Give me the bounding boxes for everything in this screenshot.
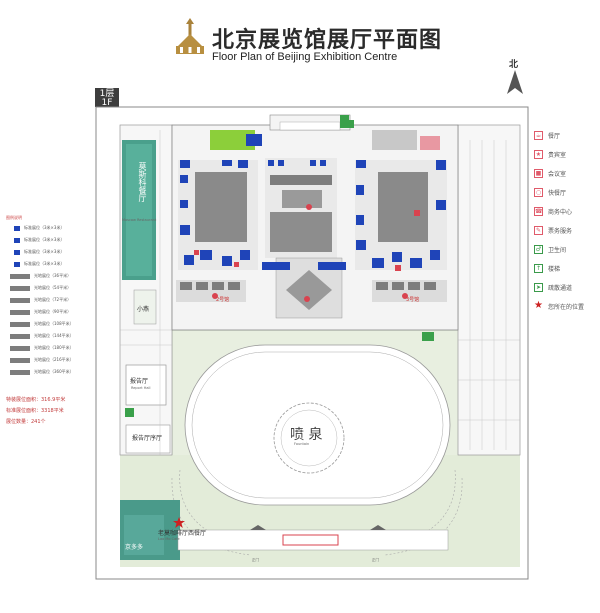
- fountain-label: 喷 泉: [290, 427, 323, 443]
- tea-room-icon: ★: [534, 150, 543, 159]
- booth-legend-item: 光地展位（72平米）: [6, 297, 98, 305]
- logo: [172, 18, 208, 62]
- gate-left-label: 正门: [252, 558, 259, 562]
- xiaoyan-room: [133, 289, 157, 325]
- floor-plan-border: [95, 106, 529, 580]
- service-icon: ✎: [534, 226, 543, 235]
- booth-legend-item: 光地展位（108平米）: [6, 321, 98, 329]
- booth-legend: 图例说明 标准展位（3米×3米） 标准展位（3米×3米） 标准展位（3米×3米）…: [6, 215, 98, 381]
- floor-number: 1层: [99, 89, 115, 99]
- east-wing: [457, 124, 521, 456]
- restaurant-icon: ☕: [534, 131, 543, 140]
- report-foyer-label: 报告厅序厅: [132, 435, 163, 442]
- legend-emergency-exit: ➤疏散通道: [534, 283, 573, 292]
- stat-standard-area: 标准展位面积：3318平米: [6, 408, 64, 414]
- booth-legend-item: 光地展位（90平米）: [6, 309, 98, 317]
- report-hall: [125, 364, 167, 406]
- floor-number-en: 1F: [101, 98, 113, 108]
- meeting-room-icon: ■: [534, 169, 543, 178]
- hall-2-label: 2号馆: [216, 297, 230, 303]
- gate-right-label: 正门: [372, 558, 379, 562]
- legend-ticket-service: ✎票务服务: [534, 226, 573, 235]
- stat-special-area: 特装展位面积：316.9平米: [6, 397, 66, 403]
- south-building-label-en: Lao Mo Cafe: [158, 537, 180, 541]
- restroom-icon: ♂: [534, 245, 543, 254]
- legend-snack: ○快餐厅: [534, 188, 567, 197]
- fountain: [273, 402, 345, 474]
- facility-legend: ☕餐厅 ★贵宾室 ■会议室 ○快餐厅 ☎商务中心 ✎票务服务 ♂卫生间 ↑楼梯 …: [534, 130, 600, 320]
- hall-3-label: 3号馆: [406, 297, 420, 303]
- booth-legend-item: 光地展位（36平米）: [6, 273, 98, 281]
- booth-legend-item: 标准展位（3米×3米）: [6, 237, 98, 245]
- booth-legend-item: 标准展位（3米×3米）: [6, 249, 98, 257]
- xiaoyan-label: 小燕: [137, 306, 150, 313]
- booth-legend-item: 光地展位（216平米）: [6, 357, 98, 365]
- report-foyer: [125, 424, 171, 454]
- fountain-plaza: [120, 329, 520, 567]
- hall-3: [355, 160, 447, 302]
- booth-legend-item: 光地展位（360平米）: [6, 369, 98, 377]
- header: 北京展览馆展厅平面图 Floor Plan of Beijing Exhibit…: [0, 0, 600, 78]
- restaurant-label: 莫斯科餐厅: [138, 162, 147, 202]
- south-gates: [177, 525, 449, 551]
- legend-vip-room: ★贵宾室: [534, 150, 567, 159]
- emergency-exit-icon: ➤: [534, 283, 543, 292]
- legend-stairs: ↑楼梯: [534, 264, 561, 273]
- booth-stats: 特装展位面积：316.9平米 标准展位面积：3318平米 展位数量：241个: [6, 396, 65, 429]
- title-zh: 北京展览馆展厅平面图: [212, 28, 443, 53]
- title-en: Floor Plan of Beijing Exhibition Centre: [212, 51, 398, 63]
- stairs-icon: ↑: [534, 264, 543, 273]
- main-building: [125, 114, 459, 417]
- report-hall-label: 报告厅: [130, 378, 149, 385]
- business-center-icon: ☎: [534, 207, 543, 216]
- fountain-label-en: Fountain: [294, 442, 310, 446]
- stat-booth-count: 展位数量：241个: [6, 419, 46, 425]
- floor-tag: 1层 1F: [95, 88, 119, 108]
- legend-restaurant: ☕餐厅: [534, 131, 561, 140]
- you-are-here-icon: ★: [534, 300, 543, 311]
- legend-business-center: ☎商务中心: [534, 207, 573, 216]
- hall-1: [262, 158, 346, 319]
- restaurant-label-en: Moscow Restaurant: [122, 218, 157, 222]
- north-label: 北: [509, 60, 519, 70]
- legend-restroom: ♂卫生间: [534, 245, 567, 254]
- legend-you-are-here: ★您所在的位置: [534, 300, 585, 312]
- report-hall-label-en: Report Hall: [131, 386, 151, 390]
- booth-legend-item: 光地展位（180平米）: [6, 345, 98, 353]
- north-arrow-icon: [507, 70, 523, 94]
- west-wing: [119, 124, 180, 560]
- legend-meeting-room: ■会议室: [534, 169, 567, 178]
- hall-2: [176, 160, 258, 302]
- snack-icon: ○: [534, 188, 543, 197]
- you-are-here-icon: [173, 517, 185, 528]
- booth-legend-item: 光地展位（54平米）: [6, 285, 98, 293]
- jingjiao-label: 京多多: [125, 544, 144, 551]
- south-building-label: 老莫咖啡厅西餐厅: [158, 530, 207, 537]
- booth-legend-item: 标准展位（3米×3米）: [6, 261, 98, 269]
- booth-legend-title: 图例说明: [6, 215, 22, 220]
- booth-legend-item: 标准展位（3米×3米）: [6, 225, 98, 233]
- booth-legend-item: 光地展位（144平米）: [6, 333, 98, 341]
